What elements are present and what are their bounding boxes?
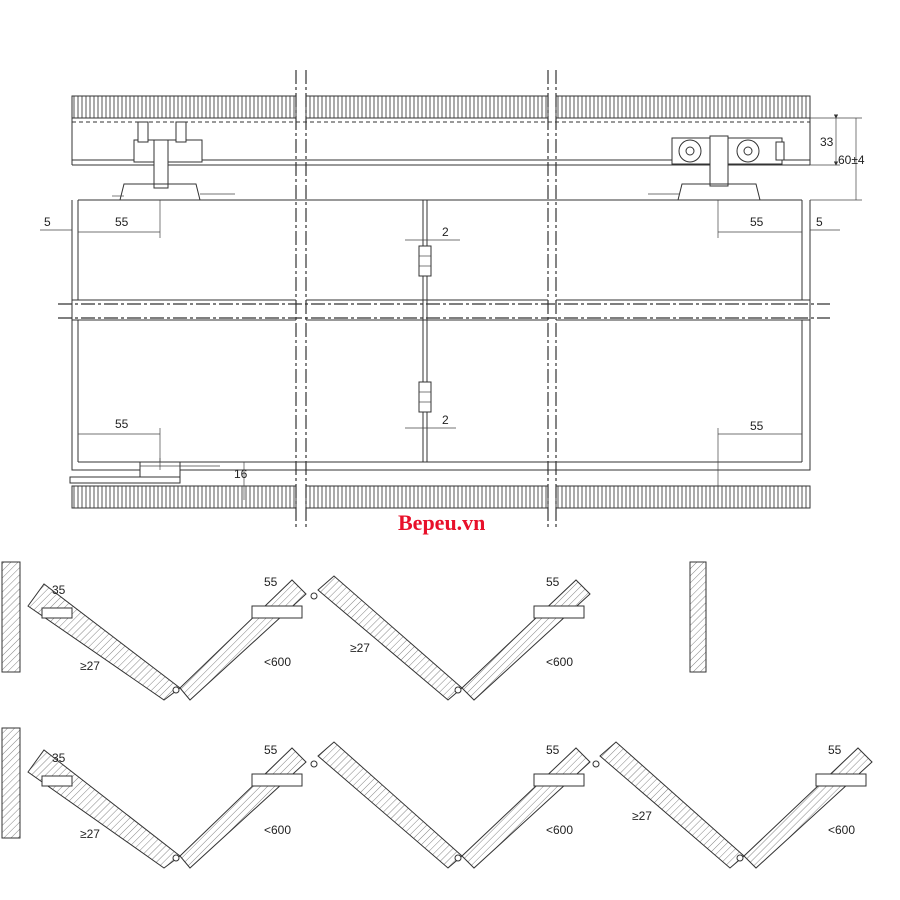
panel-4	[461, 579, 591, 701]
dimension-2-bottom: 2	[405, 413, 456, 429]
dimension-55-top-left: 55	[78, 200, 161, 238]
p1-dim-55-a: 55	[264, 575, 278, 589]
p2-dim-55-a: 55	[264, 743, 278, 757]
panel-3	[317, 575, 463, 701]
dimension-33: 33	[810, 114, 862, 166]
dimension-2-top: 2	[405, 225, 460, 241]
panel-2-4	[461, 747, 591, 869]
dimension-60: 60±4	[810, 118, 865, 201]
dim-55-top-left-label: 55	[115, 215, 129, 229]
p2-lt600-a: <600	[264, 823, 291, 837]
top-rail	[71, 95, 811, 119]
bottom-rail	[71, 485, 811, 509]
dim-55-top-right-label: 55	[750, 215, 764, 229]
p1-dim-55-b: 55	[546, 575, 560, 589]
p2-lt600-b: <600	[546, 823, 573, 837]
p1-dim-35: 35	[52, 583, 66, 597]
bottom-guide	[69, 458, 220, 484]
panel-2-6	[743, 747, 873, 869]
panel-1	[27, 583, 181, 701]
p2-ge27-b: ≥27	[632, 809, 652, 823]
p2-dim-35: 35	[52, 751, 66, 765]
p2-dim-55-b: 55	[546, 743, 560, 757]
p2-ge27-a: ≥27	[80, 827, 100, 841]
dim-60-label: 60±4	[838, 153, 865, 167]
p2-dim-55-c: 55	[828, 743, 842, 757]
panel-2-5	[599, 741, 745, 869]
plan-view-1: 35 55 55 ≥27 ≥27 <600 <600	[1, 561, 707, 701]
dim-33-label: 33	[820, 135, 834, 149]
dim-55-bottom-left-label: 55	[115, 417, 129, 431]
break-lines	[58, 70, 830, 528]
wall-left	[1, 561, 21, 673]
dim-5-right-label: 5	[816, 215, 823, 229]
top-hanger-left	[112, 121, 235, 201]
panel-2-3	[317, 741, 463, 869]
p1-lt600-a: <600	[264, 655, 291, 669]
panel-2-2	[179, 747, 307, 869]
wall-left-2	[1, 727, 21, 839]
p1-ge27-b: ≥27	[350, 641, 370, 655]
dim-5-left-label: 5	[44, 215, 51, 229]
dimension-5-left: 5	[40, 215, 72, 231]
panel-2	[179, 579, 307, 701]
door-panels	[71, 199, 811, 471]
p1-ge27-a: ≥27	[80, 659, 100, 673]
wall-right	[689, 561, 707, 673]
top-hanger-right	[648, 135, 785, 201]
hinge-bottom	[418, 381, 432, 413]
panel-2-1	[27, 749, 181, 869]
p2-lt600-c: <600	[828, 823, 855, 837]
watermark-text: Bepeu.vn	[398, 510, 485, 535]
elevation-view: 33 60±4 5 55 55 5 2	[40, 70, 865, 528]
dimension-55-bottom-right: 55	[717, 419, 802, 500]
plan-view-2: 35 55 55 55 ≥27 ≥27 <600 <600 <600	[1, 727, 873, 869]
dim-16-label: 16	[234, 467, 248, 481]
dimension-5-right: 5	[810, 215, 840, 231]
hinge-top	[418, 245, 432, 277]
dim-55-bottom-right-label: 55	[750, 419, 764, 433]
p1-lt600-b: <600	[546, 655, 573, 669]
dimension-16: 16	[234, 462, 248, 500]
dimension-55-bottom-left: 55	[78, 417, 161, 462]
dim-2-top-label: 2	[442, 225, 449, 239]
dimension-55-top-right: 55	[717, 200, 802, 238]
dim-2-bottom-label: 2	[442, 413, 449, 427]
